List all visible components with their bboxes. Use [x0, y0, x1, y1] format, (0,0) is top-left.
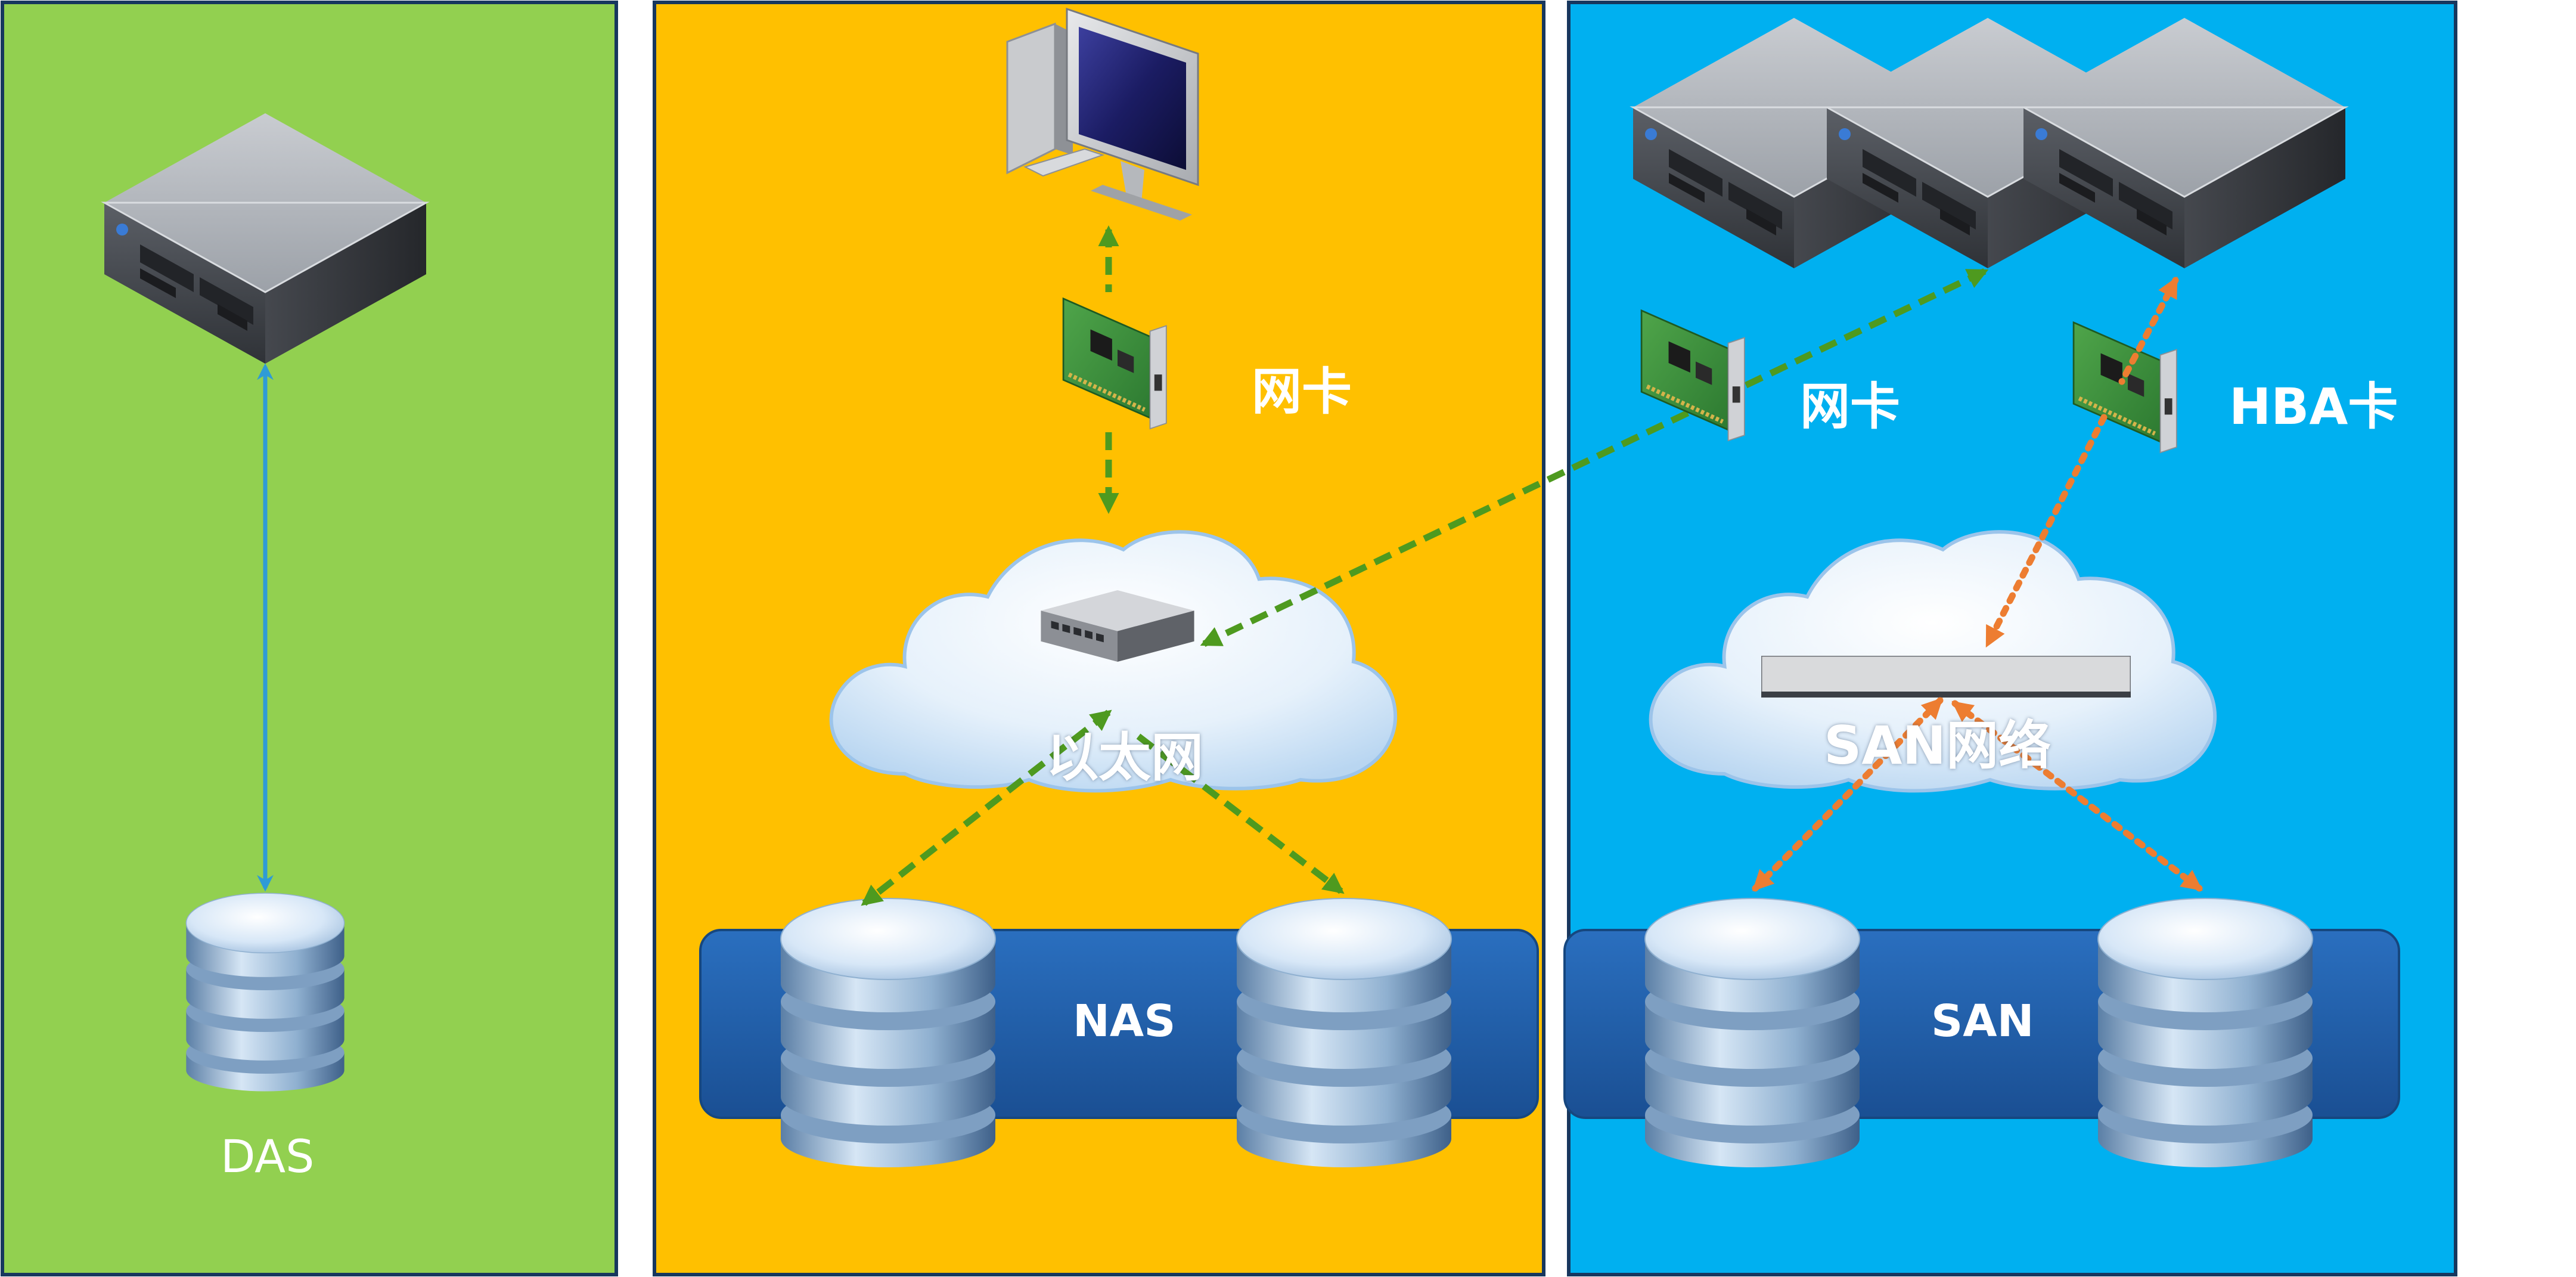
fc-switch-to-san-left-arrow	[1752, 697, 1944, 892]
das-disk-icon	[185, 892, 345, 1092]
fc-switch-icon	[1761, 656, 2131, 698]
nas-disk-left-icon	[780, 898, 996, 1168]
server-to-hba-arrow	[2118, 276, 2179, 385]
san-label: SAN	[1931, 996, 2034, 1047]
fc-switch-to-san-right-arrow	[1951, 700, 2203, 892]
switch-to-nas-left-arrow	[861, 709, 1112, 906]
nas-label: NAS	[1073, 996, 1176, 1047]
san-disk-left-icon	[1644, 898, 1860, 1168]
switch-to-nas-right-arrow	[1136, 733, 1345, 894]
nas-nic-label: 网卡	[1252, 362, 1352, 421]
san-nic-label: 网卡	[1800, 377, 1901, 436]
san-network-cloud-label: SAN网络	[1824, 715, 2052, 776]
nas-disk-right-icon	[1236, 898, 1452, 1168]
ethernet-cloud-label: 以太网	[1046, 727, 1204, 788]
san-nic-to-ethernet-arrow	[1200, 268, 1989, 647]
hba-to-fc-switch-arrow	[1984, 414, 2108, 648]
hba-card-label: HBA卡	[2229, 377, 2398, 436]
san-disk-right-icon	[2097, 898, 2313, 1168]
das-label: DAS	[221, 1130, 315, 1183]
